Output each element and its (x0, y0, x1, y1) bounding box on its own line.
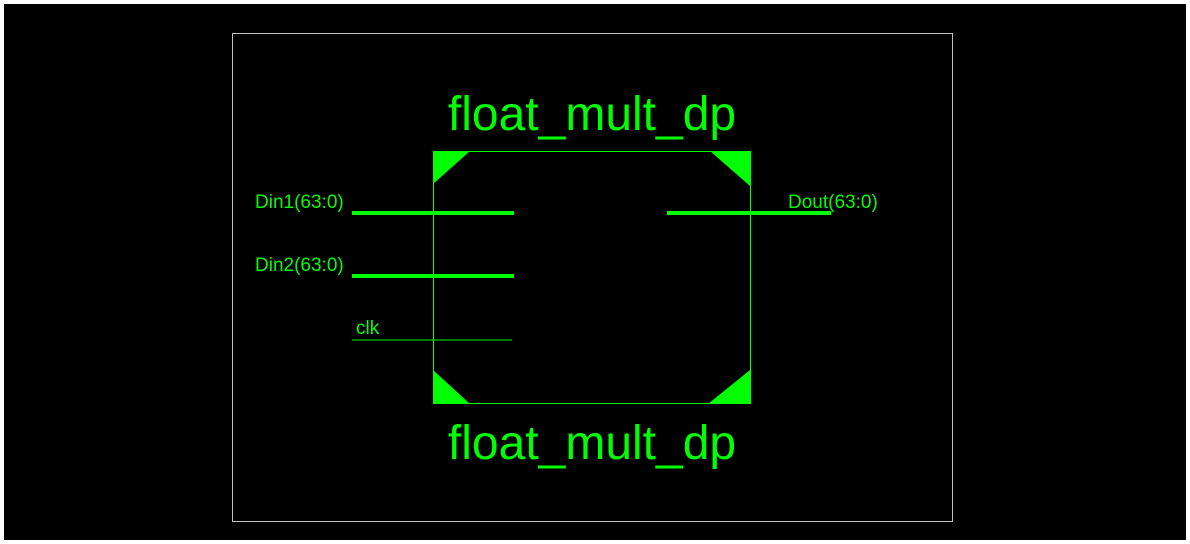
canvas-background (4, 4, 1186, 540)
corner-marker-bottom-right (708, 370, 750, 404)
corner-marker-top-right (710, 151, 750, 186)
corner-marker-top-left (433, 151, 470, 184)
corner-marker-bottom-left (433, 370, 470, 404)
symbol-frame (232, 33, 953, 522)
port-din2-label: Din2(63:0) (255, 255, 344, 276)
port-din1-label: Din1(63:0) (255, 192, 344, 213)
port-clk-label: clk (356, 318, 380, 339)
component-title-bottom: float_mult_dp (448, 417, 736, 470)
component-title-top: float_mult_dp (448, 88, 736, 141)
port-dout-label: Dout(63:0) (788, 192, 878, 213)
